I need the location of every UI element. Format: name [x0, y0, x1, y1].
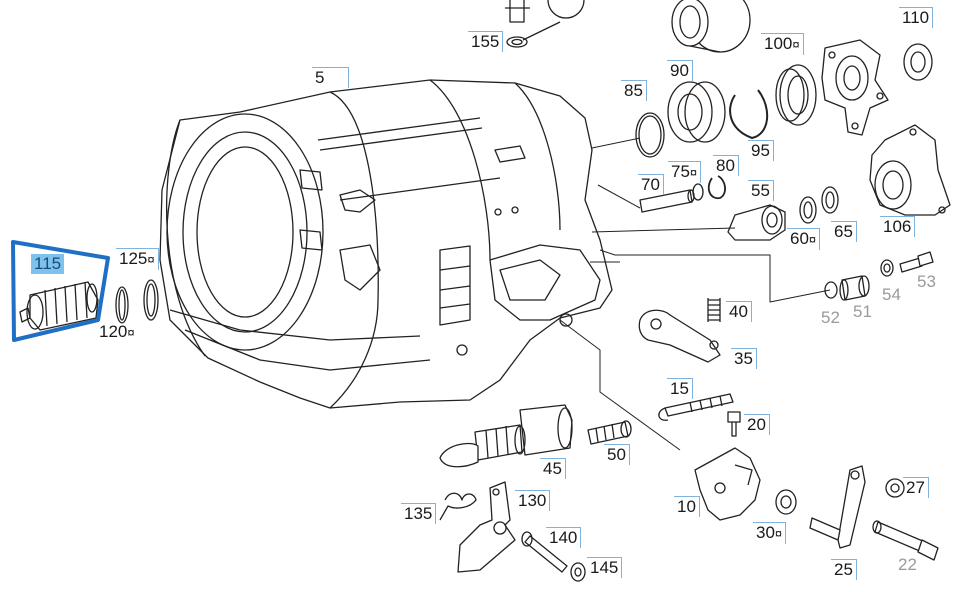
part-53-bolt[interactable]: [899, 251, 934, 273]
part-10-detent[interactable]: [694, 447, 761, 521]
leader-lines: [559, 137, 831, 451]
part-70-pin[interactable]: [639, 183, 704, 213]
part-40-spring[interactable]: [707, 298, 721, 322]
part-label-53[interactable]: 53: [917, 272, 936, 291]
part-label-40[interactable]: 40: [726, 301, 752, 322]
part-label-20[interactable]: 20: [744, 414, 770, 435]
part-52-ring[interactable]: [824, 281, 838, 299]
part-label-115-selected[interactable]: 115: [31, 254, 65, 274]
part-105-flange[interactable]: [821, 39, 889, 136]
part-label-50[interactable]: 50: [604, 444, 630, 465]
part-80-ring[interactable]: [707, 175, 726, 200]
part-15-rod[interactable]: [658, 393, 734, 421]
part-54-ring[interactable]: [880, 259, 894, 277]
part-label-75[interactable]: 75¤: [668, 161, 702, 183]
part-label-55[interactable]: 55: [748, 180, 774, 201]
part-label-65[interactable]: 65: [831, 221, 857, 242]
part-55-selector[interactable]: [727, 204, 786, 241]
part-label-51[interactable]: 51: [853, 302, 872, 321]
part-155-drawing[interactable]: [505, 0, 585, 48]
part-120-ring[interactable]: [115, 286, 129, 324]
part-85-ring[interactable]: [635, 112, 665, 158]
part-45-valve[interactable]: [439, 404, 573, 468]
part-label-120[interactable]: 120¤: [99, 322, 135, 341]
part-25-lever[interactable]: [809, 465, 866, 549]
selection-highlight-outline: [11, 240, 110, 342]
part-label-22[interactable]: 22: [898, 555, 917, 574]
part-label-30[interactable]: 30¤: [753, 522, 787, 544]
part-20-screw[interactable]: [727, 411, 741, 437]
part-label-125[interactable]: 125¤: [116, 248, 159, 270]
part-50-plug[interactable]: [587, 420, 632, 445]
part-label-10[interactable]: 10: [674, 496, 700, 517]
part-label-145[interactable]: 145: [587, 557, 623, 578]
part-label-80[interactable]: 80: [713, 155, 739, 176]
part-label-70[interactable]: 70: [638, 174, 664, 195]
part-95-snapring[interactable]: [729, 89, 769, 139]
part-145-ring[interactable]: [570, 562, 586, 582]
part-115-filter[interactable]: [19, 281, 99, 331]
transmission-housing-part-5[interactable]: [159, 79, 613, 409]
part-22-shaft[interactable]: [872, 520, 939, 561]
part-100-seal[interactable]: [775, 64, 817, 126]
part-label-95[interactable]: 95: [748, 140, 774, 161]
part-51-plug[interactable]: [839, 275, 870, 301]
part-label-155[interactable]: 155: [468, 31, 504, 52]
part-label-54[interactable]: 54: [882, 285, 901, 304]
part-label-60[interactable]: 60¤: [787, 228, 821, 250]
part-label-15[interactable]: 15: [667, 378, 693, 399]
part-label-5[interactable]: 5: [312, 67, 349, 88]
part-106-flange[interactable]: [869, 124, 951, 216]
part-125-ring[interactable]: [143, 279, 159, 321]
part-label-45[interactable]: 45: [540, 458, 566, 479]
part-flange-top[interactable]: [671, 0, 751, 53]
part-label-130[interactable]: 130: [515, 490, 551, 511]
part-30-bush[interactable]: [775, 489, 797, 515]
part-label-140[interactable]: 140: [546, 527, 582, 548]
part-label-85[interactable]: 85: [621, 80, 647, 101]
part-90-bearing[interactable]: [667, 81, 726, 143]
part-65-ring[interactable]: [821, 186, 839, 214]
part-label-25[interactable]: 25: [831, 559, 857, 580]
part-label-27[interactable]: 27: [903, 477, 929, 498]
part-35-lever[interactable]: [638, 309, 721, 363]
part-130-bracket[interactable]: [457, 481, 516, 573]
part-27-nut[interactable]: [885, 478, 905, 498]
part-135-spring[interactable]: [439, 492, 477, 521]
part-label-106[interactable]: 106: [880, 216, 916, 237]
part-label-35[interactable]: 35: [731, 348, 757, 369]
part-label-52[interactable]: 52: [821, 308, 840, 327]
part-label-135[interactable]: 135: [401, 503, 437, 524]
part-60-ring[interactable]: [799, 196, 817, 224]
part-label-100[interactable]: 100¤: [761, 33, 804, 55]
part-140-pin[interactable]: [521, 531, 568, 573]
part-110-nut[interactable]: [903, 43, 933, 81]
part-label-110[interactable]: 110: [899, 7, 934, 28]
part-label-90[interactable]: 90: [667, 60, 693, 81]
